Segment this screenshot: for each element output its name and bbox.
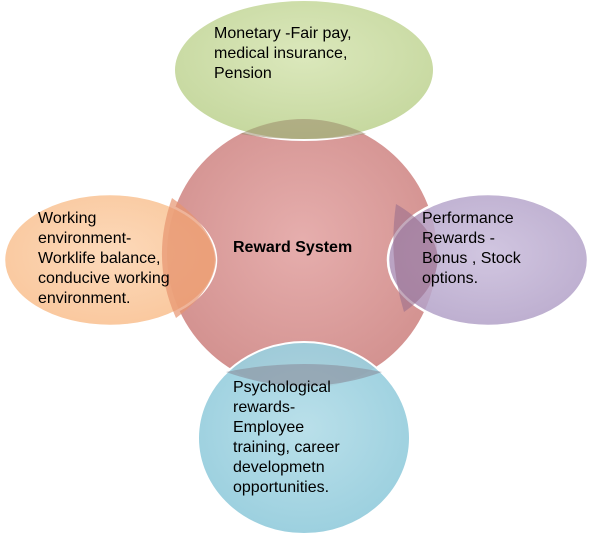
node-top-ellipse [173, 0, 435, 141]
overlap-left [161, 198, 216, 318]
node-right-label: Performance Rewards - Bonus , Stock opti… [422, 210, 521, 287]
node-left-label: Working environment- Worklife balance, c… [38, 210, 170, 307]
overlap-bottom [226, 364, 382, 386]
center-label: Reward System [233, 239, 353, 256]
overlap-right [393, 204, 438, 312]
node-right-ellipse [386, 192, 590, 328]
overlap-top [240, 119, 366, 139]
node-top-label: Monetary -Fair pay, medical insurance, P… [214, 25, 352, 82]
node-bottom-ellipse [197, 341, 411, 535]
node-bottom-label: Psychological rewards- Employee training… [233, 379, 340, 496]
